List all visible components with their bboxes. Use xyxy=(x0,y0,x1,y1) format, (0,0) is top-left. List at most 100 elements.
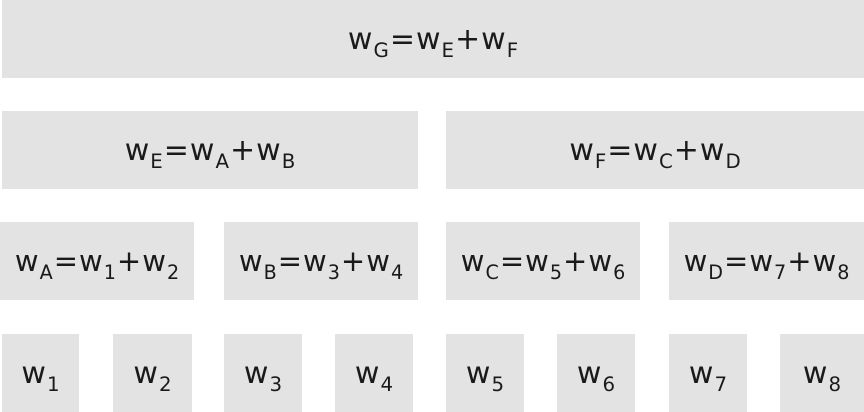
rhs-term-1-base: w xyxy=(415,21,441,57)
leaf-subscript: 5 xyxy=(491,372,505,396)
plus-sign: + xyxy=(787,244,812,278)
node-w-a-expression: wA=w1+w2 xyxy=(14,244,179,284)
lhs-subscript: D xyxy=(708,261,724,285)
leaf-w-3: w3 xyxy=(224,334,302,412)
rhs-term-1-base: w xyxy=(189,132,215,168)
rhs-term-2-base: w xyxy=(142,244,166,278)
leaf-base: w xyxy=(802,355,828,391)
plus-sign: + xyxy=(673,132,699,168)
node-w-e: wE=wA+wB xyxy=(2,111,418,189)
node-w-g-expression: wG=wE+wF xyxy=(347,21,518,62)
equals-sign: = xyxy=(499,244,525,278)
leaf-w-8: w8 xyxy=(780,334,864,412)
plus-sign: + xyxy=(455,21,481,57)
rhs-term-1-base: w xyxy=(303,244,327,278)
rhs-term-2-base: w xyxy=(812,244,837,278)
rhs-term-2-base: w xyxy=(366,244,390,278)
rhs-term-2-subscript: 4 xyxy=(390,261,404,285)
leaf-w-2: w2 xyxy=(113,334,192,412)
leaf-subscript: 6 xyxy=(602,372,616,396)
rhs-term-2-base: w xyxy=(588,244,613,278)
rhs-term-1-subscript: 5 xyxy=(549,261,563,285)
rhs-term-1-subscript: 7 xyxy=(774,261,787,285)
leaf-base: w xyxy=(688,355,714,391)
leaf-base: w xyxy=(354,355,380,391)
node-w-f: wF=wC+wD xyxy=(446,111,864,189)
rhs-term-1-base: w xyxy=(79,244,103,278)
leaf-base: w xyxy=(21,355,46,391)
equals-sign: = xyxy=(724,244,749,278)
rhs-term-2-subscript: B xyxy=(281,149,296,173)
rhs-term-1-base: w xyxy=(525,244,549,278)
node-w-e-expression: wE=wA+wB xyxy=(124,132,296,173)
leaf-w-6: w6 xyxy=(557,334,635,412)
lhs-base: w xyxy=(238,244,263,278)
rhs-term-2-subscript: 6 xyxy=(613,261,626,285)
lhs-subscript: C xyxy=(485,261,499,285)
leaf-w-7-expression: w7 xyxy=(688,355,727,396)
leaf-w-4: w4 xyxy=(335,334,413,412)
rhs-term-2-subscript: F xyxy=(506,38,519,62)
leaf-w-7: w7 xyxy=(669,334,747,412)
lhs-base: w xyxy=(14,244,39,278)
leaf-subscript: 2 xyxy=(158,372,172,396)
leaf-w-2-expression: w2 xyxy=(133,355,171,396)
leaf-subscript: 1 xyxy=(46,372,60,396)
equals-sign: = xyxy=(389,21,415,57)
leaf-base: w xyxy=(133,355,158,391)
rhs-term-2-base: w xyxy=(256,132,281,168)
leaf-w-6-expression: w6 xyxy=(576,355,615,396)
rhs-term-2-subscript: 2 xyxy=(166,261,180,285)
leaf-base: w xyxy=(243,355,269,391)
lhs-subscript: B xyxy=(263,261,277,285)
plus-sign: + xyxy=(340,244,366,278)
plus-sign: + xyxy=(563,244,588,278)
rhs-term-1-subscript: E xyxy=(441,38,455,62)
leaf-w-1-expression: w1 xyxy=(21,355,59,396)
leaf-subscript: 3 xyxy=(269,372,283,396)
node-w-b: wB=w3+w4 xyxy=(224,222,418,300)
rhs-term-2-base: w xyxy=(481,21,506,57)
lhs-base: w xyxy=(347,21,373,57)
leaf-subscript: 4 xyxy=(380,372,394,396)
leaf-w-5: w5 xyxy=(446,334,524,412)
equals-sign: = xyxy=(163,132,189,168)
lhs-base: w xyxy=(460,244,485,278)
node-w-b-expression: wB=w3+w4 xyxy=(238,244,403,284)
rhs-term-1-base: w xyxy=(749,244,774,278)
rhs-term-2-subscript: 8 xyxy=(837,261,850,285)
lhs-subscript: A xyxy=(39,261,53,285)
plus-sign: + xyxy=(230,132,256,168)
equals-sign: = xyxy=(53,244,79,278)
node-w-d-expression: wD=w7+w8 xyxy=(683,244,850,284)
node-w-a: wA=w1+w2 xyxy=(0,222,194,300)
rhs-term-2-subscript: D xyxy=(725,149,741,173)
rhs-term-1-subscript: 1 xyxy=(103,261,116,285)
node-w-f-expression: wF=wC+wD xyxy=(569,132,740,173)
rhs-term-1-subscript: 3 xyxy=(327,261,340,285)
node-w-g: wG=wE+wF xyxy=(2,0,864,78)
node-w-c-expression: wC=w5+w6 xyxy=(460,244,625,284)
leaf-w-8-expression: w8 xyxy=(802,355,841,396)
leaf-subscript: 8 xyxy=(828,372,842,396)
leaf-w-3-expression: w3 xyxy=(243,355,282,396)
lhs-base: w xyxy=(569,132,594,168)
equals-sign: = xyxy=(277,244,303,278)
leaf-w-1: w1 xyxy=(2,334,79,412)
lhs-subscript: F xyxy=(594,149,607,173)
equals-sign: = xyxy=(607,132,633,168)
leaf-subscript: 7 xyxy=(714,372,728,396)
node-w-d: wD=w7+w8 xyxy=(669,222,864,300)
rhs-term-1-subscript: C xyxy=(658,149,673,173)
leaf-base: w xyxy=(576,355,602,391)
leaf-w-4-expression: w4 xyxy=(354,355,393,396)
leaf-w-5-expression: w5 xyxy=(465,355,504,396)
node-w-c: wC=w5+w6 xyxy=(446,222,640,300)
plus-sign: + xyxy=(116,244,142,278)
rhs-term-1-base: w xyxy=(633,132,658,168)
leaf-base: w xyxy=(465,355,491,391)
lhs-base: w xyxy=(683,244,708,278)
rhs-term-1-subscript: A xyxy=(215,149,229,173)
lhs-base: w xyxy=(124,132,150,168)
lhs-subscript: E xyxy=(150,149,163,173)
